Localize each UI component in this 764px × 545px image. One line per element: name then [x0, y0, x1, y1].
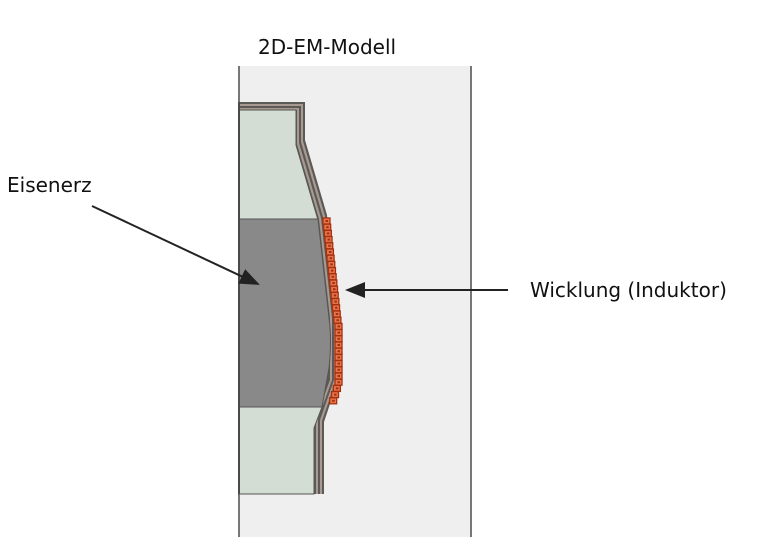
diagram-title: 2D-EM-Modell [258, 35, 397, 59]
coil-label: Wicklung (Induktor) [530, 278, 727, 302]
ore-arrow [91, 205, 260, 285]
ore-label: Eisenerz [7, 173, 92, 197]
ore-region [238, 218, 331, 408]
induction-coil [322, 217, 343, 405]
